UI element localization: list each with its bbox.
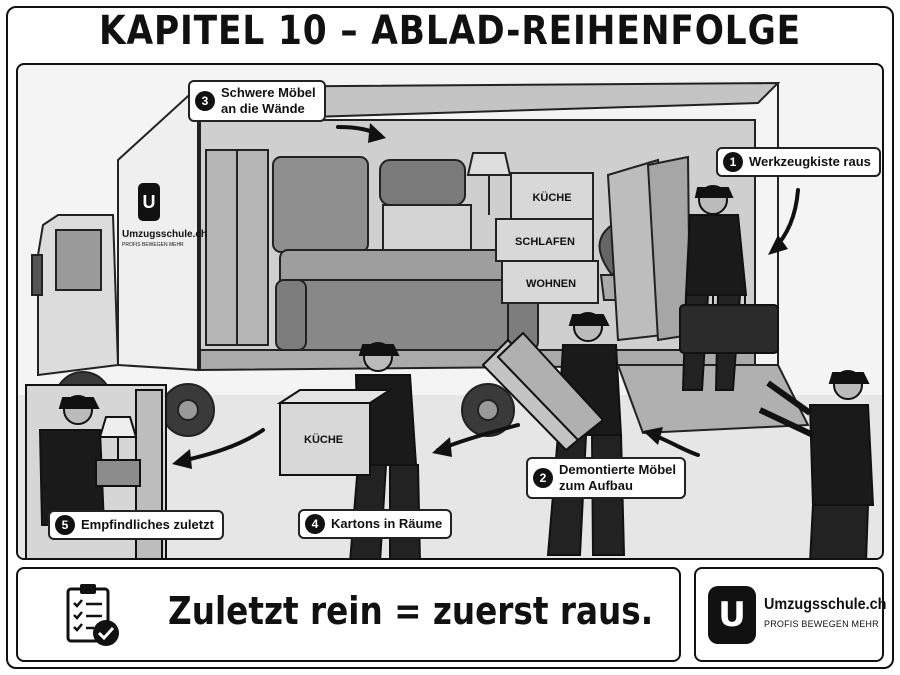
step-2-number: 2 xyxy=(533,468,553,488)
step-2-callout: 2 Demontierte Möbel zum Aufbau xyxy=(526,457,687,499)
unloading-scene-illustration: KÜCHE SCHLAFEN WOHNEN xyxy=(18,81,882,558)
step-4-number: 4 xyxy=(305,514,325,534)
step-1-callout: 1 Werkzeugkiste raus xyxy=(716,147,881,177)
step-5-callout: 5 Empfindliches zuletzt xyxy=(48,510,224,540)
loading-ramp xyxy=(616,364,810,435)
brand-panel: U Umzugsschule.ch PROFIS BEWEGEN MEHR xyxy=(694,567,887,662)
truck-logo-tagline: PROFIS BEWEGEN MEHR xyxy=(122,242,184,248)
page-frame xyxy=(6,6,894,669)
box-label-wohnen: WOHNEN xyxy=(526,278,576,290)
leaning-planks xyxy=(606,155,692,342)
worker-with-toolbox xyxy=(679,185,779,391)
box-label-schlafen: SCHLAFEN xyxy=(515,236,575,248)
step-4-label: Kartons in Räume xyxy=(331,516,443,531)
box-label-kueche: KÜCHE xyxy=(532,191,571,204)
clipboard-checklist-icon xyxy=(66,584,119,646)
carried-box-label: KÜCHE xyxy=(304,433,343,446)
slogan-panel: Zuletzt rein = zuerst raus. xyxy=(16,567,681,662)
truck-logo-name: Umzugsschule.ch xyxy=(122,229,208,240)
truck-logo-mark: U xyxy=(138,183,160,221)
step-5-label: Empfindliches zuletzt xyxy=(81,517,214,532)
wardrobe xyxy=(205,149,269,346)
brand-logo-mark: U xyxy=(708,586,756,644)
step-5-number: 5 xyxy=(55,515,75,535)
step-4-callout: 4 Kartons in Räume xyxy=(298,509,453,539)
step-1-label: Werkzeugkiste raus xyxy=(749,154,871,169)
truck-logo: U Umzugsschule.ch PROFIS BEWEGEN MEHR xyxy=(122,183,208,248)
worker-with-box xyxy=(276,342,421,558)
arrow-heads xyxy=(172,123,788,469)
slogan-text: Zuletzt rein = zuerst raus. xyxy=(168,589,654,633)
step-2-label: Demontierte Möbel zum Aufbau xyxy=(559,462,677,493)
worker-catching xyxy=(758,370,875,558)
stacked-boxes xyxy=(495,172,599,304)
brand-tagline: PROFIS BEWEGEN MEHR xyxy=(764,619,879,629)
step-1-number: 1 xyxy=(723,152,743,172)
wrapped-furniture xyxy=(272,156,472,254)
step-3-label: Schwere Möbel an die Wände xyxy=(221,85,316,116)
step-3-number: 3 xyxy=(195,91,215,111)
sofa xyxy=(275,249,539,351)
step-3-callout: 3 Schwere Möbel an die Wände xyxy=(188,80,326,122)
page-title: KAPITEL 10 – ABLAD-REIHENFOLGE xyxy=(98,8,802,54)
truck-box-side xyxy=(117,84,199,372)
illustration-panel: KÜCHE SCHLAFEN WOHNEN xyxy=(16,63,884,560)
brand-name: Umzugsschule.ch xyxy=(764,596,887,613)
